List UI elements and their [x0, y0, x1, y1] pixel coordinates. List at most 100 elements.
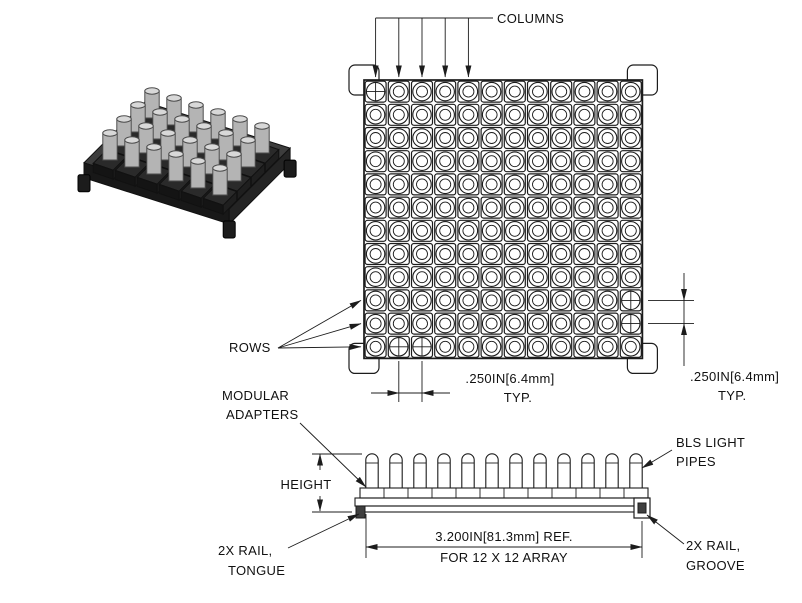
- grid-cell: [457, 80, 480, 103]
- grid-cell: [503, 80, 526, 103]
- grid-cell: [550, 335, 573, 358]
- isometric-view: [77, 87, 297, 239]
- rail-tongue-label-2: TONGUE: [228, 563, 285, 578]
- grid-cell: [526, 289, 550, 312]
- grid-cell: [503, 150, 526, 173]
- grid-cell: [457, 103, 480, 126]
- grid-cell: [596, 289, 619, 312]
- grid-frame: [363, 79, 644, 360]
- grid-cell: [503, 126, 526, 150]
- grid-cell: [550, 219, 573, 242]
- grid-cell: [480, 289, 503, 312]
- grid-cell: [364, 312, 387, 335]
- grid-cell: [596, 242, 619, 266]
- grid-cell: [364, 150, 387, 173]
- grid-cell: [503, 219, 526, 242]
- grid-cell: [480, 312, 503, 335]
- grid-cell: [550, 173, 573, 196]
- grid-cell: [364, 289, 387, 312]
- grid-cell: [550, 242, 573, 266]
- column-pitch-dimension: .250IN[6.4mm] TYP.: [371, 361, 554, 405]
- grid-cell: [480, 103, 503, 126]
- grid-cell: [573, 80, 596, 103]
- grid-cell: [573, 173, 596, 196]
- grid-cell: [434, 219, 457, 242]
- light-pipe: [413, 453, 427, 489]
- rail-groove-callout: 2X RAIL, GROOVE: [646, 514, 745, 573]
- grid-cell: [410, 219, 434, 242]
- modular-adapters-label-2: ADAPTERS: [226, 407, 299, 422]
- rail-plate: [354, 497, 650, 507]
- grid-cell: [503, 173, 526, 196]
- array-length-note: FOR 12 X 12 ARRAY: [440, 550, 568, 565]
- grid-cell: [457, 289, 480, 312]
- row-pitch-typ: TYP.: [718, 388, 746, 403]
- grid-cell: [619, 126, 642, 150]
- light-pipe: [389, 453, 403, 489]
- grid-cell: [573, 266, 596, 289]
- row-pitch-value: .250IN[6.4mm]: [690, 369, 779, 384]
- grid-cell: [410, 266, 434, 289]
- bls-light-pipes-callout: BLS LIGHT PIPES: [641, 435, 745, 469]
- array-length-value: 3.200IN[81.3mm] REF.: [435, 529, 573, 544]
- grid-cell: [480, 335, 503, 358]
- grid-cell: [550, 150, 573, 173]
- grid-cell: [387, 80, 410, 103]
- iso-light-pipe: [212, 167, 228, 196]
- grid-cell: [387, 126, 410, 150]
- grid-cell: [596, 80, 619, 103]
- grid-cell: [526, 126, 550, 150]
- grid-cell: [387, 173, 410, 196]
- grid-cell: [596, 266, 619, 289]
- grid-cell: [410, 126, 434, 150]
- grid-cell: [364, 196, 387, 219]
- grid-cell: [410, 312, 434, 335]
- grid-cell: [457, 219, 480, 242]
- grid-cell: [364, 266, 387, 289]
- grid-cell: [410, 289, 434, 312]
- light-pipe: [461, 453, 475, 489]
- grid-cell: [434, 150, 457, 173]
- grid-cell: [457, 242, 480, 266]
- iso-light-pipe: [102, 132, 118, 161]
- bls-light-pipes-label-1: BLS LIGHT: [676, 435, 745, 450]
- columns-callout: COLUMNS: [372, 11, 564, 78]
- grid-cell: [410, 173, 434, 196]
- grid-cell: [619, 150, 642, 173]
- grid-cell: [619, 335, 642, 358]
- bls-light-pipes-label-2: PIPES: [676, 454, 716, 469]
- grid-cell: [387, 242, 410, 266]
- grid-cell: [550, 126, 573, 150]
- grid-cell: [573, 335, 596, 358]
- grid-cell: [573, 312, 596, 335]
- grid-cell: [526, 150, 550, 173]
- grid-cell: [434, 80, 457, 103]
- light-pipe: [629, 453, 643, 489]
- grid-cell: [503, 289, 526, 312]
- light-pipe: [365, 453, 379, 489]
- grid-cell: [596, 196, 619, 219]
- grid-cell: [480, 126, 503, 150]
- grid-cell: [434, 173, 457, 196]
- grid-cell: [573, 150, 596, 173]
- rail-groove-detail: [637, 502, 647, 514]
- iso-mount-foot: [77, 174, 91, 193]
- grid-cell: [526, 266, 550, 289]
- light-pipe: [581, 453, 595, 489]
- height-dimension: HEIGHT: [281, 453, 362, 513]
- adapter-grid: [364, 80, 642, 358]
- grid-cell: [573, 126, 596, 150]
- grid-cell: [619, 242, 642, 266]
- rail-tongue-foot: [355, 505, 366, 519]
- grid-cell: [387, 103, 410, 126]
- grid-cell: [457, 266, 480, 289]
- iso-light-pipe: [124, 139, 140, 168]
- grid-cell: [364, 103, 387, 126]
- grid-cell: [434, 266, 457, 289]
- grid-cell: [410, 242, 434, 266]
- rail-groove-label-2: GROOVE: [686, 558, 745, 573]
- adapter-divisions: [383, 488, 625, 498]
- array-length-dimension: 3.200IN[81.3mm] REF. FOR 12 X 12 ARRAY: [365, 514, 643, 565]
- grid-cell: [457, 312, 480, 335]
- grid-cell: [526, 242, 550, 266]
